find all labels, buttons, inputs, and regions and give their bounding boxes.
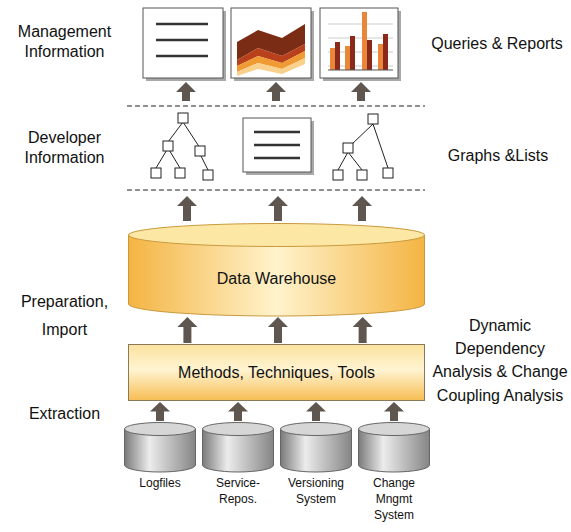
block-arrow xyxy=(150,402,170,421)
layer-label: Management Information xyxy=(2,22,127,62)
block-arrow xyxy=(353,317,373,343)
list-document-icon xyxy=(243,118,314,175)
bar-chart-icon xyxy=(320,8,401,81)
block-arrow xyxy=(306,402,326,421)
source-cylinder: Change Mngmt System xyxy=(358,422,430,524)
layer-divider xyxy=(127,190,425,191)
dependency-tree-icon xyxy=(203,170,213,180)
source-label: Versioning System xyxy=(280,475,352,507)
list-document-icon xyxy=(243,118,311,172)
source-cylinder: Logfiles xyxy=(124,422,196,491)
source-label: Service- Repos. xyxy=(202,475,274,507)
dependency-tree-icon xyxy=(183,122,200,148)
cylinder-shape xyxy=(280,422,352,472)
dependency-tree-icon xyxy=(163,141,173,151)
bar-chart-icon xyxy=(335,42,340,70)
cylinder-top xyxy=(129,224,425,247)
block-arrow xyxy=(176,82,196,101)
cylinder-shape xyxy=(202,422,274,472)
dependency-tree-icon xyxy=(343,143,353,153)
block-arrow xyxy=(228,402,248,421)
dependency-tree-icon xyxy=(338,152,348,170)
list-document-icon xyxy=(254,144,300,147)
cylinder-body xyxy=(129,235,425,316)
process-box: Methods, Techniques, Tools xyxy=(128,344,425,401)
bar-chart-icon xyxy=(328,24,393,25)
report-document-icon xyxy=(156,23,208,26)
output-label: Queries & Reports xyxy=(425,34,569,54)
dependency-tree-icon xyxy=(333,114,393,180)
output-label: Graphs &Lists xyxy=(428,146,568,166)
source-label: Logfiles xyxy=(124,475,196,491)
dependency-tree-icon xyxy=(151,168,161,178)
bar-chart-icon xyxy=(320,8,398,78)
block-arrow xyxy=(266,82,286,101)
block-arrow xyxy=(268,196,288,221)
dependency-tree-icon xyxy=(151,113,213,180)
dependency-tree-icon xyxy=(357,170,367,180)
dependency-tree-icon xyxy=(368,114,378,124)
report-document-icon xyxy=(143,8,226,81)
report-document-icon xyxy=(143,8,223,78)
bar-chart-icon xyxy=(362,12,367,70)
dependency-tree-icon xyxy=(195,146,205,156)
block-arrow xyxy=(268,317,288,343)
warehouse-cylinder: Data Warehouse xyxy=(128,223,425,316)
report-document-icon xyxy=(156,55,208,58)
cylinder-top xyxy=(203,423,274,436)
block-arrow xyxy=(177,317,197,343)
block-arrow xyxy=(384,402,404,421)
cylinder-shape xyxy=(124,422,196,472)
block-arrow xyxy=(177,196,197,221)
list-document-icon xyxy=(254,131,300,134)
dependency-tree-icon xyxy=(175,168,185,178)
dependency-tree-icon xyxy=(373,124,388,168)
bar-chart-icon xyxy=(350,36,355,70)
node-label: Data Warehouse xyxy=(217,269,336,288)
cylinder-shape xyxy=(128,223,425,316)
list-document-icon xyxy=(254,157,300,160)
area-chart-icon xyxy=(231,8,314,81)
cylinder-top xyxy=(359,423,430,436)
source-label: Change Mngmt System xyxy=(358,475,430,524)
analysis-label: Dynamic Dependency Analysis & Change Cou… xyxy=(430,314,570,407)
dependency-tree-icon xyxy=(348,152,362,170)
bar-chart-icon xyxy=(378,44,383,70)
bar-chart-icon xyxy=(330,48,335,70)
layer-label: Developer Information xyxy=(2,128,127,168)
area-chart-icon xyxy=(237,58,305,76)
bar-chart-icon xyxy=(367,40,372,70)
layer-label: Extraction xyxy=(2,404,127,424)
layer-divider xyxy=(127,106,425,107)
area-chart-icon xyxy=(231,8,311,78)
dependency-tree-icon xyxy=(333,170,343,180)
dependency-tree-icon xyxy=(168,122,183,142)
block-arrow xyxy=(352,196,372,221)
bar-chart-icon xyxy=(328,70,393,71)
dependency-tree-icon xyxy=(178,113,188,123)
layer-label: Preparation, Import xyxy=(2,288,127,344)
bar-chart-icon xyxy=(345,46,350,70)
bar-chart-icon xyxy=(383,34,388,70)
source-cylinder: Versioning System xyxy=(280,422,352,507)
block-arrow xyxy=(176,82,371,101)
cylinder-top xyxy=(281,423,352,436)
source-cylinder: Service- Repos. xyxy=(202,422,274,507)
node-label: Methods, Techniques, Tools xyxy=(178,363,375,382)
block-arrow xyxy=(177,196,372,221)
report-document-icon xyxy=(156,39,208,42)
cylinder-top xyxy=(125,423,196,436)
cylinder-shape xyxy=(358,422,430,472)
block-arrow xyxy=(351,82,371,101)
dependency-tree-icon xyxy=(383,168,393,178)
